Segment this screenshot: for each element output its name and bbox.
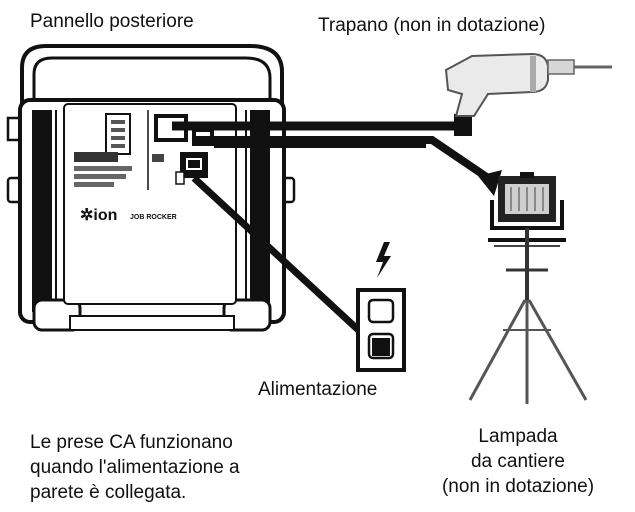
note-line-3: parete è collegata. [30,482,187,503]
note-line-2: quando l'alimentazione a [30,457,240,478]
device-rear-panel: ✲ion JOB ROCKER [6,44,296,332]
lamp-line-2: da cantiere [470,451,565,472]
device-handle [20,44,284,118]
lightning-icon [376,242,391,278]
spec-label [74,152,118,162]
work-lamp-label: Lampada da cantiere (non in dotazione) [400,424,635,499]
cables [172,121,497,353]
lamp-plug [478,170,502,196]
wall-plug [372,338,390,356]
lamp-line-3: (non in dotazione) [441,476,595,497]
tripod-icon [468,228,588,404]
cable-to-wall [191,175,383,353]
model-name: JOB ROCKER [130,214,177,221]
drill-plug [454,114,472,136]
wall-outlet-icon [356,288,406,372]
drill-label: Trapano (non in dotazione) [318,15,546,36]
note-line-1: Le prese CA funzionano [30,432,233,453]
cable-to-lamp [206,136,497,186]
rear-panel-label: Pannello posteriore [30,11,194,32]
lamp-line-1: Lampada [478,426,558,447]
ac-outlet-note: Le prese CA funzionano quando l'alimenta… [30,430,240,505]
drill-icon [444,52,612,117]
brand-logo: ✲ion [80,207,117,224]
power-label: Alimentazione [258,379,378,400]
